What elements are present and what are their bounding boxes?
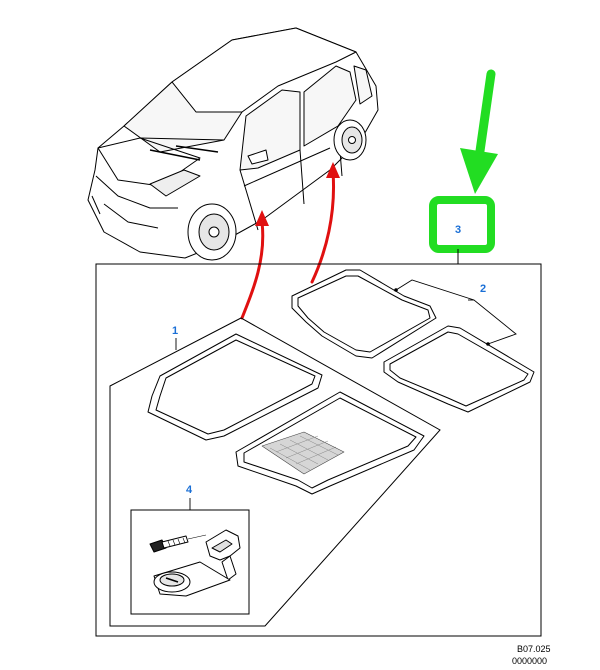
floor-mat-icon [147, 269, 535, 495]
callout-2-label: 2 [480, 283, 486, 295]
rear-mat-arrow [310, 170, 336, 284]
car-icon [87, 27, 379, 261]
mat-rear-left [291, 269, 437, 359]
callout-3-highlight [429, 196, 495, 253]
reference-code-line2: 0000000 [512, 656, 547, 666]
set-outline [109, 317, 441, 627]
leader-lines [175, 279, 517, 350]
green-arrow-icon [460, 69, 498, 194]
red-arrow-heads [255, 162, 340, 226]
mat-rear-right [383, 325, 535, 413]
red-arrows [240, 170, 336, 320]
front-mat-arrow [240, 220, 265, 320]
reference-code-line1: B07.025 [517, 644, 551, 654]
callout-3-label: 3 [455, 224, 461, 236]
callout-4-label: 4 [186, 484, 193, 496]
mat-front-right [235, 391, 425, 495]
callout-1-label: 1 [172, 325, 178, 337]
fastener-clip-icon [149, 529, 241, 597]
kit-outline [95, 263, 542, 637]
mat-front-left [147, 333, 323, 441]
leader-dots [394, 288, 490, 346]
heel-pad [261, 431, 345, 475]
